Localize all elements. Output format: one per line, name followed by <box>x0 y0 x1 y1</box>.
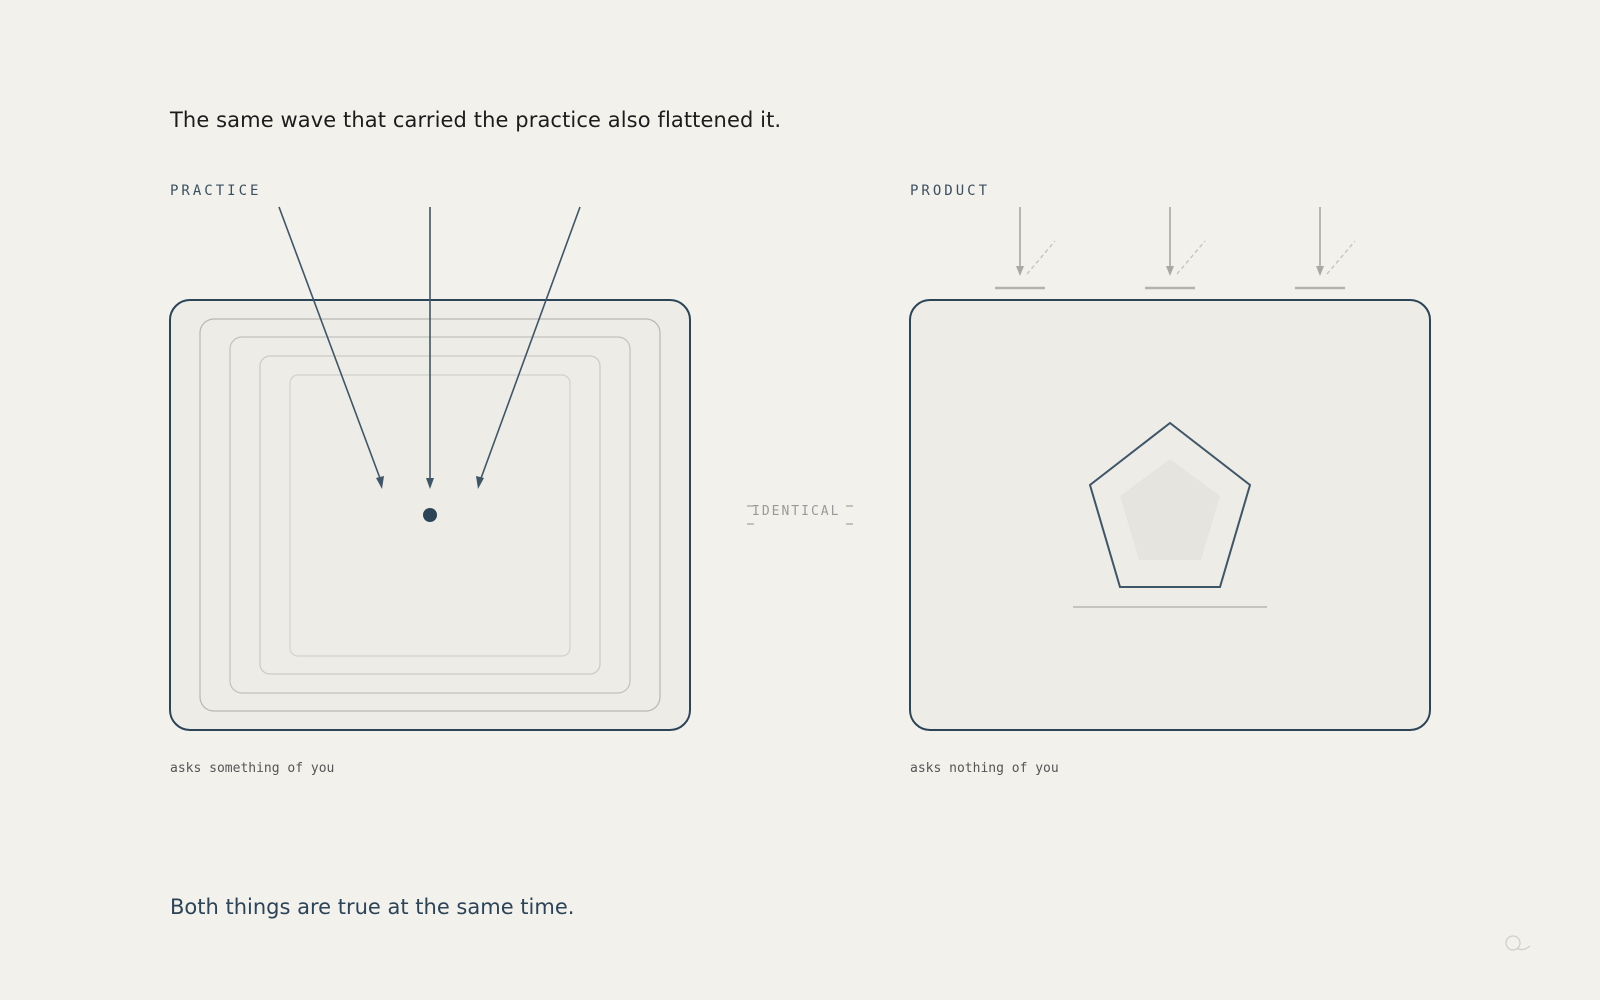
practice-arrow-right <box>479 206 581 482</box>
footer-statement: Both things are true at the same time. <box>170 895 575 919</box>
product-arrow-2 <box>1145 207 1206 290</box>
product-arrow-3 <box>1295 207 1356 290</box>
divider-brackets <box>747 505 853 525</box>
practice-panel <box>169 206 691 731</box>
product-label: PRODUCT <box>910 183 991 199</box>
product-pentagon <box>1088 421 1252 588</box>
corner-logo-icon <box>1505 935 1531 951</box>
product-caption: asks nothing of you <box>910 761 1059 776</box>
headline: The same wave that carried the practice … <box>170 108 782 132</box>
practice-arrowhead-left <box>376 476 384 489</box>
practice-arrowhead-right <box>476 476 484 489</box>
practice-arrowhead-center <box>426 478 434 489</box>
divider-label: IDENTICAL <box>752 504 841 519</box>
product-arrow-1 <box>995 207 1056 290</box>
practice-label: PRACTICE <box>170 183 262 199</box>
practice-arrow-left <box>278 206 382 482</box>
product-panel <box>909 207 1431 731</box>
product-pentagon-shadow <box>1120 459 1220 560</box>
practice-caption: asks something of you <box>170 761 335 776</box>
practice-center-dot <box>423 508 437 522</box>
